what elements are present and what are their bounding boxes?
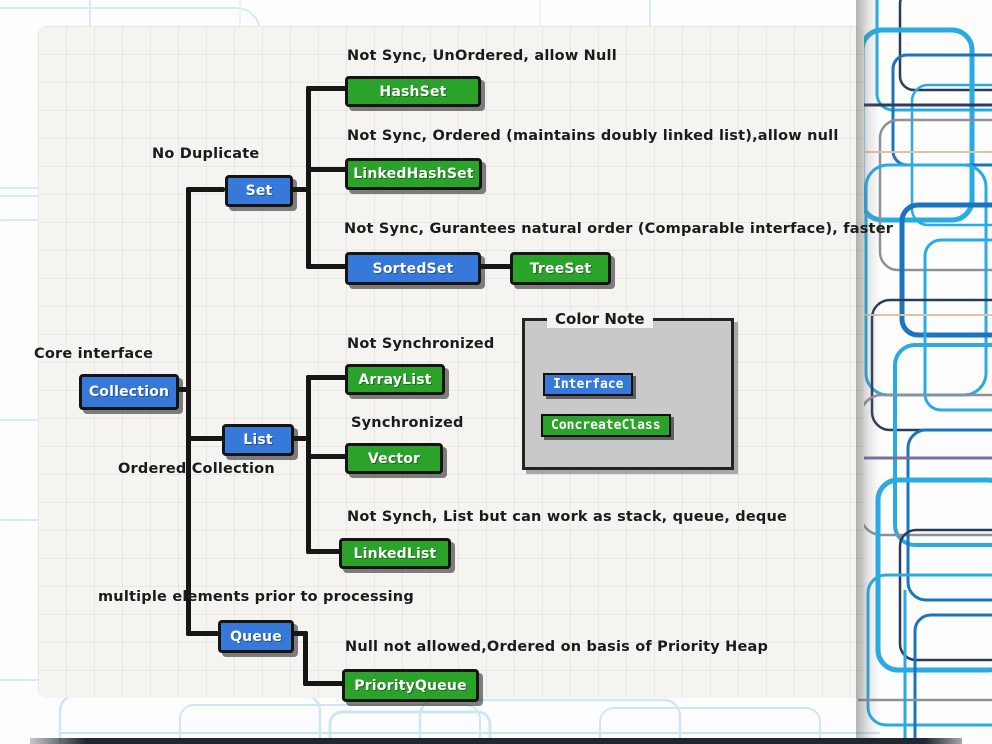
bottom-bar-decoration (30, 738, 962, 744)
panel-edge-shadow (856, 0, 886, 744)
node-priorityqueue: PriorityQueue (342, 669, 479, 702)
connector-set-branch (186, 187, 225, 192)
connector-linkedhashset (306, 167, 347, 172)
node-linkedhashset: LinkedHashSet (345, 158, 482, 190)
legend-concrete-badge: ConcreateClass (541, 414, 671, 437)
node-arraylist: ArrayList (345, 364, 445, 395)
color-note-title: Color Note (547, 310, 653, 328)
annotation-core-interface: Core interface (34, 346, 154, 362)
annotation-no-duplicate: No Duplicate (152, 146, 260, 162)
connector-collection-trunk (171, 387, 191, 392)
connector-hashset (306, 86, 347, 91)
connector-queue-subtrunk (303, 631, 308, 686)
node-set: Set (225, 175, 293, 207)
node-queue: Queue (218, 620, 294, 653)
node-collection: Collection (79, 374, 179, 410)
annotation-vector: Synchronized (351, 415, 464, 431)
legend-interface-badge: Interface (543, 373, 634, 396)
node-linkedlist: LinkedList (339, 538, 451, 569)
node-sortedset: SortedSet (345, 252, 481, 285)
connector-queue-right (286, 631, 308, 636)
connector-list-branch (186, 436, 225, 441)
annotation-hashset: Not Sync, UnOrdered, allow Null (347, 48, 617, 64)
connector-arraylist (306, 375, 347, 380)
connector-set-right (284, 187, 310, 192)
annotation-arraylist: Not Synchronized (347, 336, 495, 352)
connector-main-trunk (186, 187, 191, 636)
node-list: List (222, 424, 294, 456)
annotation-queue: multiple elements prior to processing (98, 589, 414, 605)
annotation-ordered-collection: Ordered Collection (118, 461, 275, 477)
connector-sortedset-treeset (475, 264, 512, 269)
connector-list-right (286, 436, 310, 441)
connector-list-subtrunk (306, 375, 311, 554)
connector-vector (306, 454, 347, 459)
connector-linkedlist (306, 549, 342, 554)
node-treeset: TreeSet (510, 252, 611, 285)
connector-sortedset (306, 264, 347, 269)
connector-priorityqueue (303, 681, 344, 686)
annotation-priorityqueue: Null not allowed,Ordered on basis of Pri… (345, 639, 769, 655)
annotation-linkedhashset: Not Sync, Ordered (maintains doubly link… (347, 128, 839, 144)
annotation-linkedlist: Not Synch, List but can work as stack, q… (347, 509, 788, 525)
connector-set-subtrunk (306, 86, 311, 269)
node-hashset: HashSet (345, 76, 481, 107)
connector-queue-branch (186, 631, 221, 636)
color-note-box: Color Note Interface ConcreateClass (522, 310, 734, 470)
node-vector: Vector (345, 443, 443, 474)
annotation-sortedset: Not Sync, Gurantees natural order (Compa… (344, 221, 894, 237)
